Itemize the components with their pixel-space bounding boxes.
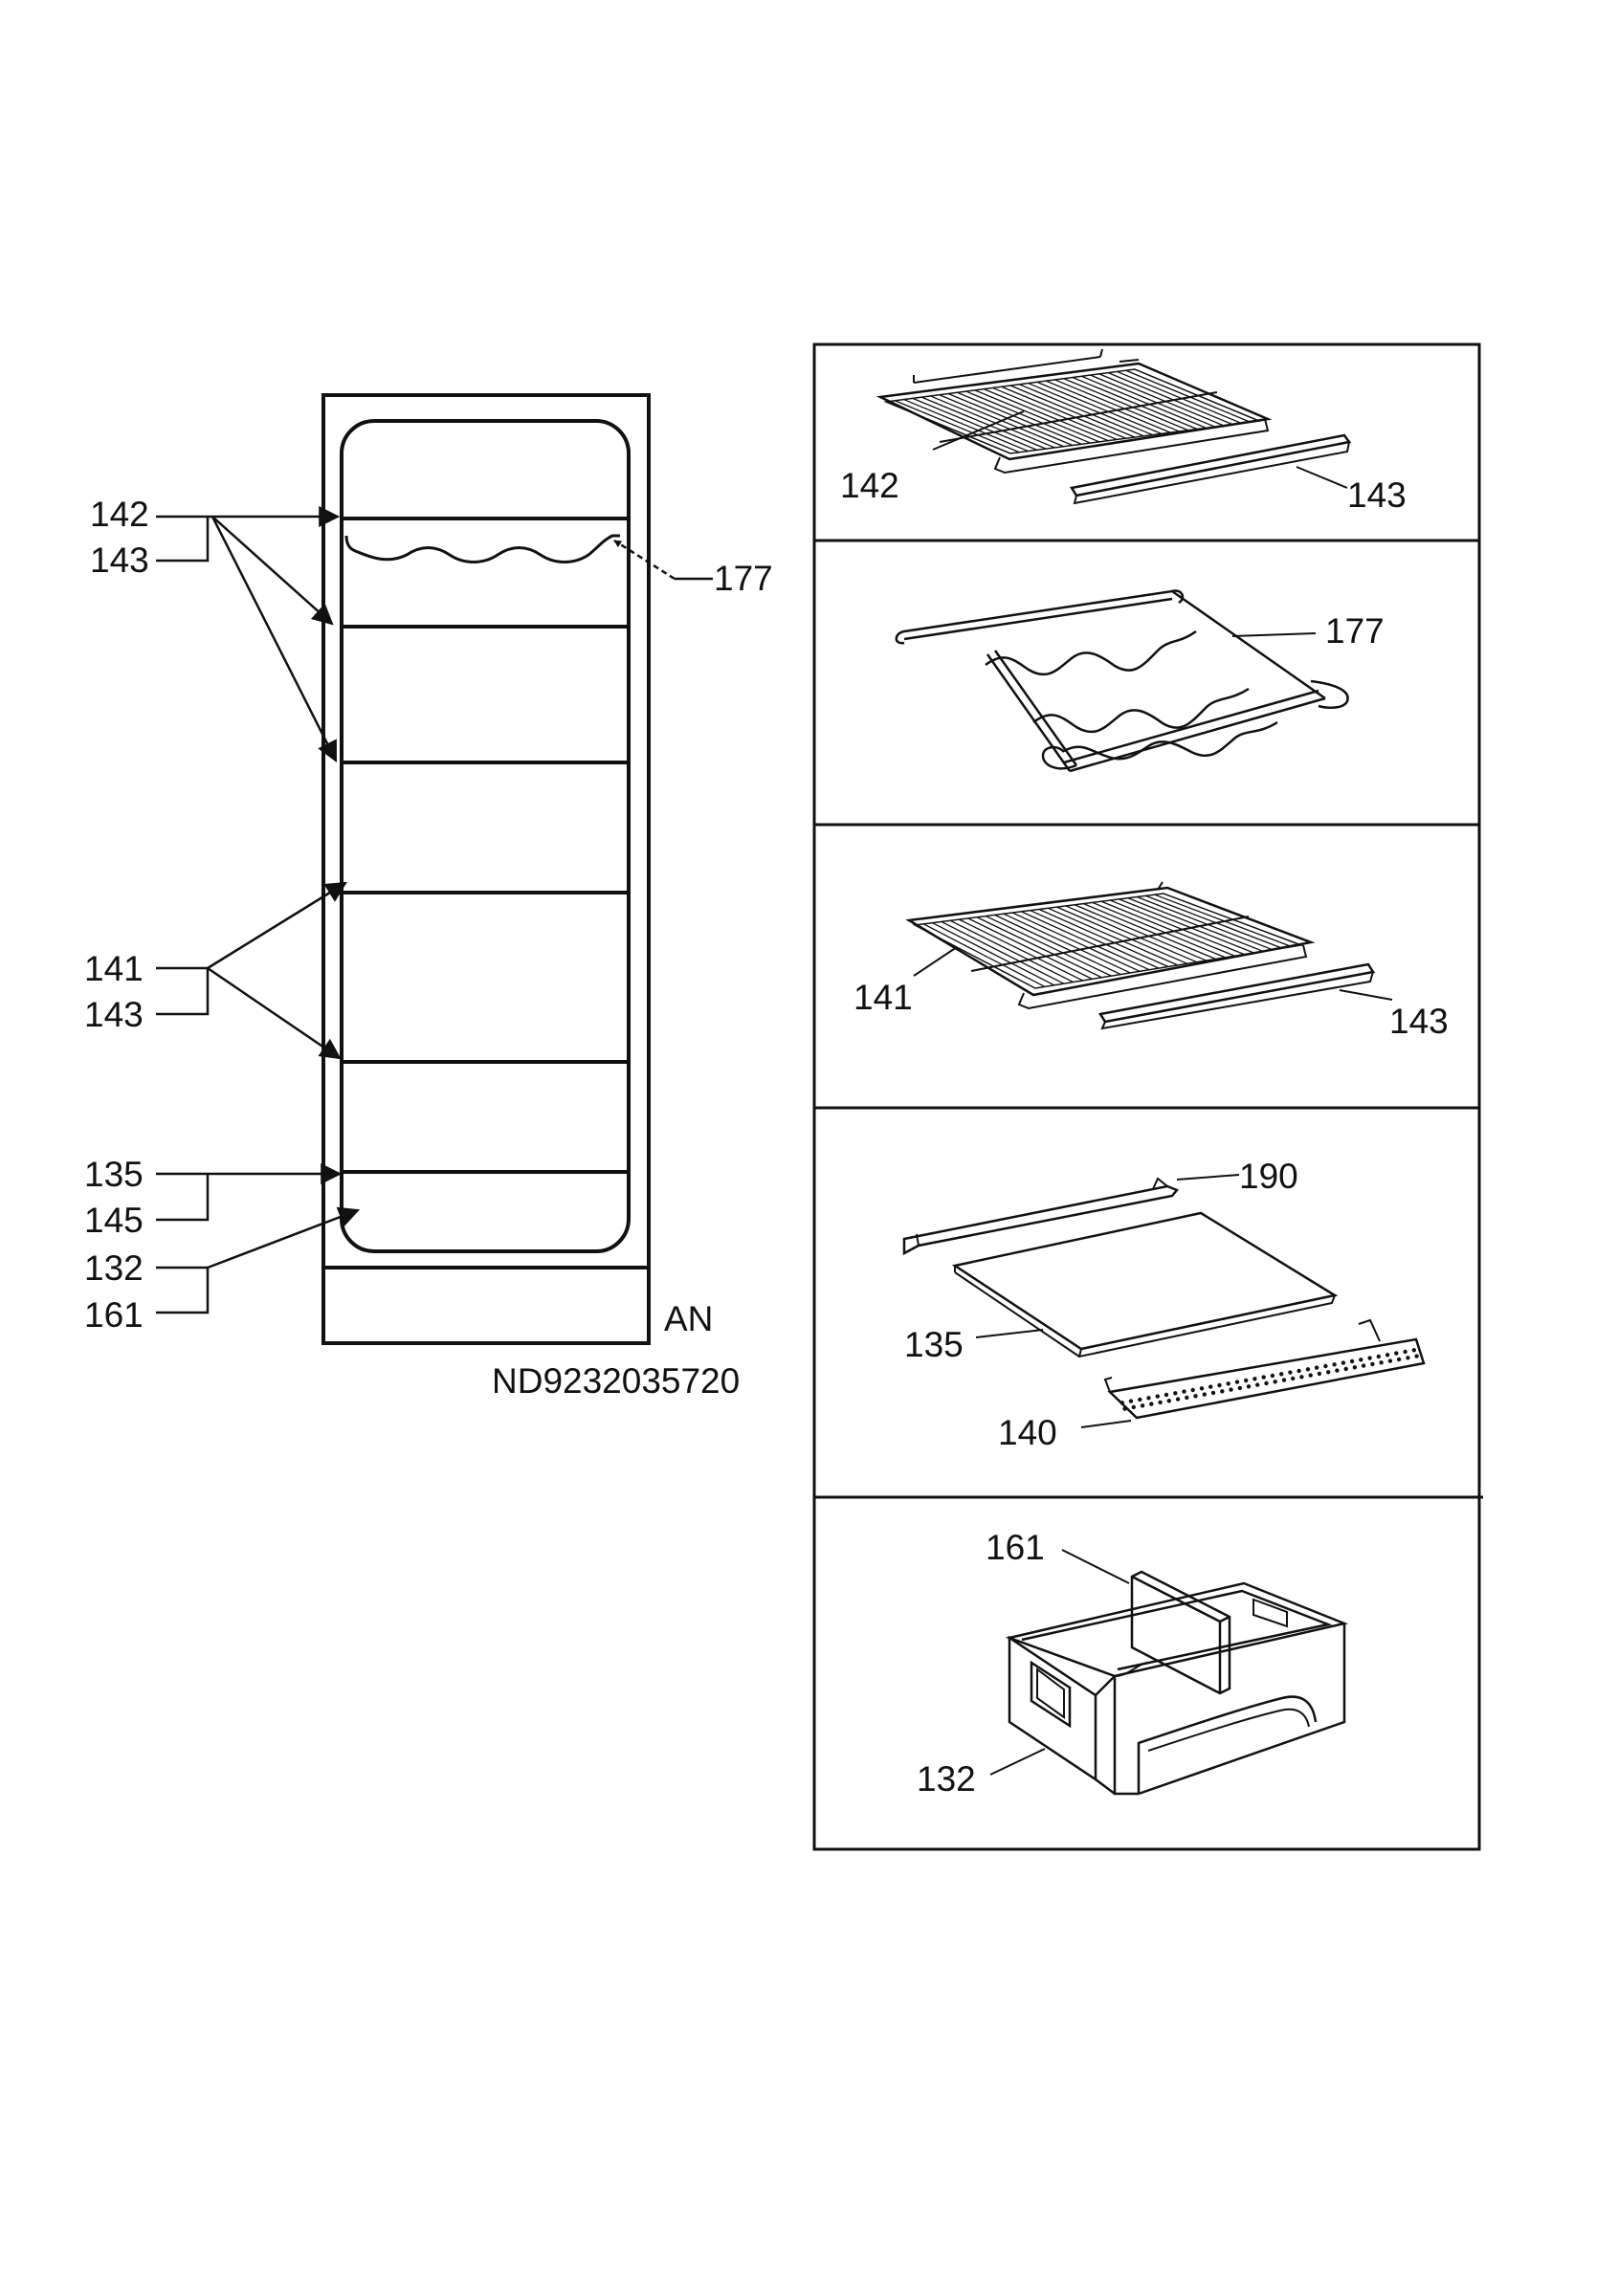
drawer-divider-161	[1130, 1570, 1231, 1695]
panel-3-wire-shelf: 141 143	[853, 881, 1449, 1041]
label-142: 142	[840, 466, 899, 505]
callout-141: 141	[84, 949, 144, 988]
callout-142: 142	[90, 495, 149, 534]
label-177: 177	[1325, 611, 1385, 651]
callout-143-mid: 143	[84, 995, 144, 1034]
panel-grid	[812, 342, 1483, 1851]
panel-2-wine-rack: 177	[895, 589, 1385, 773]
panel-1-wire-shelf: 142 143	[840, 348, 1407, 515]
label-143-p1: 143	[1347, 475, 1407, 515]
label-143-p3: 143	[1389, 1002, 1449, 1041]
cabinet-outline	[321, 393, 651, 1345]
rear-trim-140	[1103, 1318, 1426, 1420]
inner-liner	[340, 419, 631, 1253]
callout-145: 145	[84, 1201, 144, 1240]
glass-shelf-135	[951, 1211, 1339, 1358]
callout-177: 177	[714, 559, 773, 598]
panel-4-glass-shelf: 190 135 140	[902, 1157, 1426, 1452]
cabinet-overview: 142 143 177 141 143 135 145 132 161 AN N…	[84, 393, 773, 1401]
wire-shelf-142	[875, 348, 1273, 475]
drawer-132	[1005, 1581, 1349, 1796]
callout-135: 135	[84, 1155, 144, 1194]
callout-161: 161	[84, 1295, 144, 1335]
front-trim-190	[902, 1177, 1180, 1256]
drawing-number: ND9232035720	[492, 1361, 740, 1401]
label-140: 140	[998, 1413, 1057, 1452]
wine-rack-177	[895, 589, 1349, 773]
label-135: 135	[904, 1325, 964, 1364]
callout-143-top: 143	[90, 541, 149, 580]
wine-rack-waves	[344, 534, 620, 563]
panel-5-drawer: 161 132	[917, 1528, 1349, 1799]
callout-132: 132	[84, 1248, 144, 1288]
shelf-trim-143	[1069, 433, 1352, 505]
wire-shelf-141	[905, 881, 1316, 1010]
variant-code: AN	[664, 1299, 713, 1338]
label-132: 132	[917, 1759, 976, 1799]
label-141: 141	[853, 978, 913, 1017]
shelf-trim-143-p3	[1097, 962, 1376, 1030]
label-161: 161	[986, 1528, 1045, 1567]
label-190: 190	[1239, 1157, 1298, 1196]
